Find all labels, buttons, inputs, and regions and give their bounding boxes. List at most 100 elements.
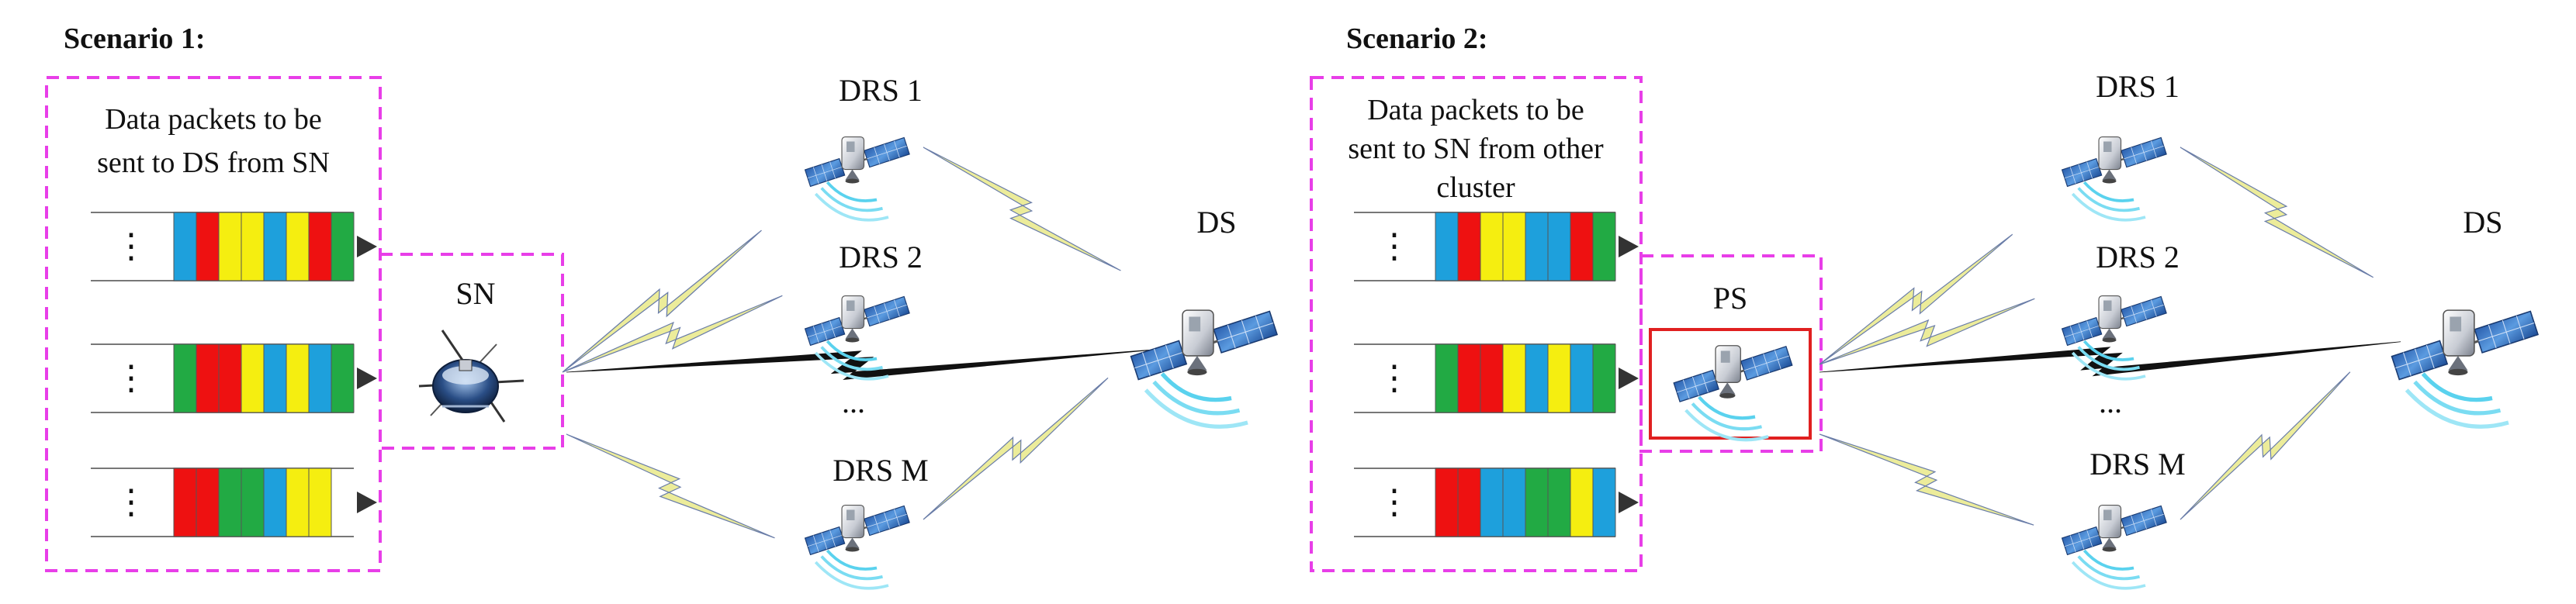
data-packet (286, 212, 310, 281)
data-packet (196, 212, 220, 281)
satellite-icon (2060, 503, 2169, 590)
relay-ellipsis: ... (842, 385, 865, 419)
destination-label: DS (1196, 205, 1236, 240)
buffer-description-line-3: cluster (1436, 171, 1515, 204)
data-packet (173, 343, 197, 413)
arrow-right-icon (357, 368, 377, 389)
lightning-link-icon (559, 424, 781, 551)
relay-label-2: DRS 2 (2096, 240, 2180, 274)
relay-label-m: DRS M (833, 453, 928, 488)
data-packet (1525, 468, 1549, 537)
arrow-right-icon (1619, 368, 1639, 389)
relay-label-m: DRS M (2090, 447, 2185, 481)
data-packet (1480, 468, 1504, 537)
data-packet (1457, 468, 1481, 537)
satellite-icon (803, 503, 912, 590)
satellite-icon (1131, 310, 1277, 426)
data-packet (1592, 212, 1616, 281)
source-node-label: PS (1713, 281, 1748, 316)
probe-satellite-icon (417, 329, 525, 423)
relay-label-1: DRS 1 (2096, 69, 2180, 104)
lightning-link-icon (1813, 225, 2021, 377)
data-packet (196, 343, 220, 413)
data-packet (1435, 468, 1459, 537)
data-packet (1570, 212, 1594, 281)
packet-queue: ⋮ (91, 343, 377, 413)
satellite-icon (2392, 310, 2538, 426)
data-packet (1592, 343, 1616, 413)
data-packet (286, 468, 310, 537)
packet-queue: ⋮ (91, 468, 377, 537)
satellite-icon (803, 135, 912, 222)
arrow-right-icon (357, 236, 377, 257)
scenario-2-title: Scenario 2: (1346, 22, 1488, 55)
data-packet (1502, 212, 1526, 281)
data-packet (308, 343, 332, 413)
packet-queues: ⋮ ⋮ ⋮ (1354, 212, 1639, 537)
destination-label: DS (2463, 205, 2502, 240)
packet-queue: ⋮ (1354, 212, 1639, 281)
satellite-icon (2060, 135, 2169, 222)
data-packet (1547, 212, 1571, 281)
packet-buffer-box (45, 76, 382, 572)
data-packet (1547, 468, 1571, 537)
data-packet (241, 212, 265, 281)
packet-queues: ⋮ ⋮ ⋮ (91, 212, 377, 537)
lightning-link-icon (915, 137, 1127, 283)
lightning-link-icon (2173, 363, 2360, 531)
queue-ellipsis: ⋮ (114, 483, 148, 521)
source-node-box (379, 253, 564, 450)
lightning-link-icon (916, 369, 1117, 531)
data-packet (241, 468, 265, 537)
data-packet (1457, 212, 1481, 281)
arrow-right-icon (1619, 492, 1639, 513)
buffer-description-line-1: Data packets to be (105, 103, 322, 136)
packet-queue: ⋮ (91, 212, 377, 281)
data-packet (1480, 343, 1504, 413)
data-packet (173, 468, 197, 537)
data-packet (1570, 343, 1594, 413)
lightning-link-icon (1813, 423, 2039, 539)
data-packet (1435, 212, 1459, 281)
source-node-box (1639, 254, 1823, 453)
lightning-link-icon (565, 339, 1158, 391)
scenario-2-group: Scenario 2: Data packets to be sent to S… (1310, 22, 2538, 590)
data-packet (263, 212, 287, 281)
data-packet (218, 343, 242, 413)
data-packet (1525, 212, 1549, 281)
data-packet (241, 343, 265, 413)
data-packet (1592, 468, 1616, 537)
packet-buffer-box (1310, 76, 1643, 572)
buffer-description-line-1: Data packets to be (1367, 94, 1584, 126)
packet-queue: ⋮ (1354, 468, 1639, 537)
relay-label-1: DRS 1 (839, 73, 923, 108)
data-packet (1547, 343, 1571, 413)
data-packet (173, 212, 197, 281)
scenario-1-title: Scenario 1: (64, 22, 206, 55)
relay-label-2: DRS 2 (839, 240, 923, 274)
source-node-label: SN (455, 276, 495, 311)
satellite-icon (1674, 346, 1792, 440)
data-packet (308, 212, 332, 281)
lightning-link-icon (2172, 138, 2380, 290)
scenario-1-group: Scenario 1: Data packets to be sent to D… (45, 22, 1277, 590)
arrow-right-icon (1619, 236, 1639, 257)
data-packet (1480, 212, 1504, 281)
data-packet (331, 212, 355, 281)
data-packet (218, 212, 242, 281)
data-packet (218, 468, 242, 537)
data-packet (308, 468, 332, 537)
data-packet (1435, 343, 1459, 413)
data-packet (263, 343, 287, 413)
queue-ellipsis: ⋮ (1377, 227, 1411, 265)
buffer-description-line-2: sent to SN from other (1348, 133, 1604, 165)
data-packet (286, 343, 310, 413)
queue-ellipsis: ⋮ (114, 227, 148, 265)
data-packet (1570, 468, 1594, 537)
queue-ellipsis: ⋮ (1377, 359, 1411, 397)
arrow-right-icon (357, 492, 377, 513)
data-packet (1457, 343, 1481, 413)
data-packet (1502, 468, 1526, 537)
queue-ellipsis: ⋮ (114, 359, 148, 397)
